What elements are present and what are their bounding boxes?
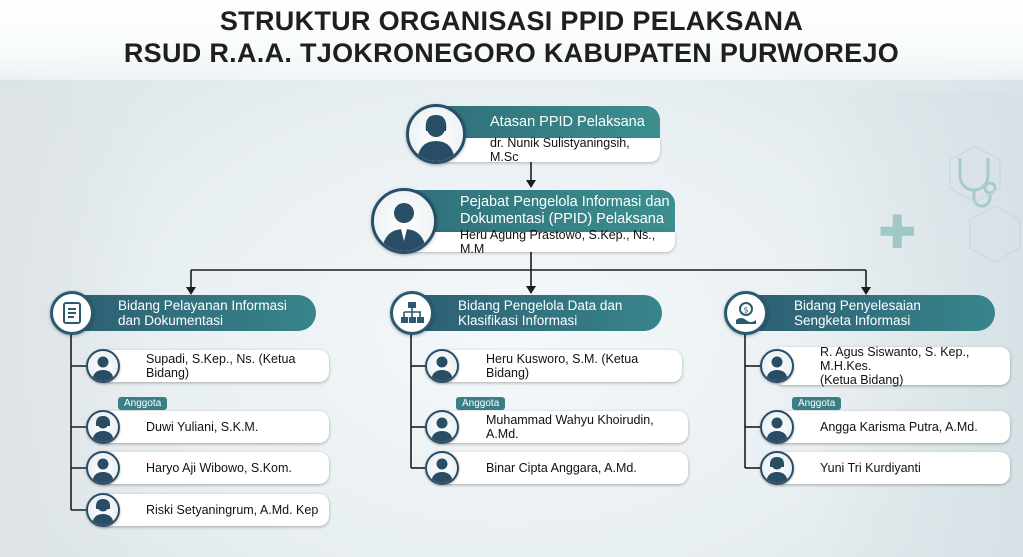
medical-cross-icon: ✚ (878, 206, 917, 258)
member-card: Muhammad Wahyu Khoirudin, A.Md. (444, 411, 688, 443)
bidang-2-title-line-1: Bidang Pengelola Data dan (458, 298, 623, 313)
avatar-male (760, 410, 794, 444)
avatar-female (760, 451, 794, 485)
avatar-male (86, 451, 120, 485)
member-name: Duwi Yuliani, S.K.M. (146, 420, 259, 434)
member-card: Haryo Aji Wibowo, S.Kom. (104, 452, 329, 484)
member-card: Binar Cipta Anggara, A.Md. (444, 452, 688, 484)
svg-text:$: $ (743, 306, 748, 315)
avatar-male (425, 349, 459, 383)
member-name: Yuni Tri Kurdiyanti (820, 461, 921, 475)
member-name: Riski Setyaningrum, A.Md. Kep (146, 503, 319, 517)
member-card: Riski Setyaningrum, A.Md. Kep (104, 494, 329, 526)
dispute-icon: $ (724, 291, 768, 335)
member-name: Angga Karisma Putra, A.Md. (820, 420, 978, 434)
atasan-role: Atasan PPID Pelaksana (490, 113, 645, 130)
pejabat-role-line-1: Pejabat Pengelola Informasi dan (460, 194, 670, 210)
anggota-label: Anggota (456, 397, 506, 410)
avatar-male (760, 349, 794, 383)
bidang-1-title-line-2: dan Dokumentasi (118, 313, 224, 328)
member-name: Supadi, S.Kep., Ns. (Ketua Bidang) (146, 352, 296, 380)
avatar-female (86, 410, 120, 444)
ketua-card-bidang-2: Heru Kusworo, S.M. (Ketua Bidang) (444, 350, 682, 382)
member-card: Angga Karisma Putra, A.Md. (778, 411, 1010, 443)
pejabat-role-line-2: Dokumentasi (PPID) Pelaksana (460, 211, 664, 227)
pejabat-name: Heru Agung Prastowo, S.Kep., Ns., M.M (460, 228, 656, 256)
title-line-1: STRUKTUR ORGANISASI PPID PELAKSANA (219, 6, 804, 36)
avatar-female (406, 104, 466, 164)
bidang-3-title-line-2: Sengketa Informasi (794, 313, 911, 328)
bidang-3-title-line-1: Bidang Penyelesaian (794, 298, 921, 313)
member-card: Duwi Yuliani, S.K.M. (104, 411, 329, 443)
member-name: Muhammad Wahyu Khoirudin, A.Md. (486, 413, 654, 441)
hierarchy-icon (390, 291, 434, 335)
document-icon (50, 291, 94, 335)
title-line-2: RSUD R.A.A. TJOKRONEGORO KABUPATEN PURWO… (123, 38, 900, 68)
member-name-line-2: (Ketua Bidang) (820, 373, 904, 387)
avatar-male (425, 451, 459, 485)
avatar-male (425, 410, 459, 444)
atasan-name: dr. Nunik Sulistyaningsih, M.Sc (490, 136, 630, 164)
pejabat-name-box: Heru Agung Prastowo, S.Kep., Ns., M.M (400, 228, 675, 256)
anggota-label: Anggota (792, 397, 842, 410)
pejabat-role-header: Pejabat Pengelola Informasi dan Dokument… (400, 190, 675, 232)
ketua-card-bidang-1: Supadi, S.Kep., Ns. (Ketua Bidang) (104, 350, 329, 382)
ketua-card-bidang-3: R. Agus Siswanto, S. Kep., M.H.Kes.(Ketu… (778, 345, 1010, 387)
atasan-name-box: dr. Nunik Sulistyaningsih, M.Sc (430, 136, 660, 164)
member-name: Heru Kusworo, S.M. (Ketua Bidang) (486, 352, 639, 380)
hexagon-pattern-icon (949, 145, 1021, 263)
avatar-male (371, 188, 437, 254)
avatar-male (86, 349, 120, 383)
member-card: Yuni Tri Kurdiyanti (778, 452, 1010, 484)
member-name-line-1: R. Agus Siswanto, S. Kep., M.H.Kes. (820, 345, 970, 373)
atasan-role-header: Atasan PPID Pelaksana (430, 106, 660, 138)
member-name: Binar Cipta Anggara, A.Md. (486, 461, 637, 475)
avatar-female (86, 493, 120, 527)
title-bar (0, 0, 1023, 80)
member-name: Haryo Aji Wibowo, S.Kom. (146, 461, 292, 475)
anggota-label: Anggota (118, 397, 168, 410)
bidang-1-title-line-1: Bidang Pelayanan Informasi (118, 298, 287, 313)
bidang-2-title-line-2: Klasifikasi Informasi (458, 313, 578, 328)
